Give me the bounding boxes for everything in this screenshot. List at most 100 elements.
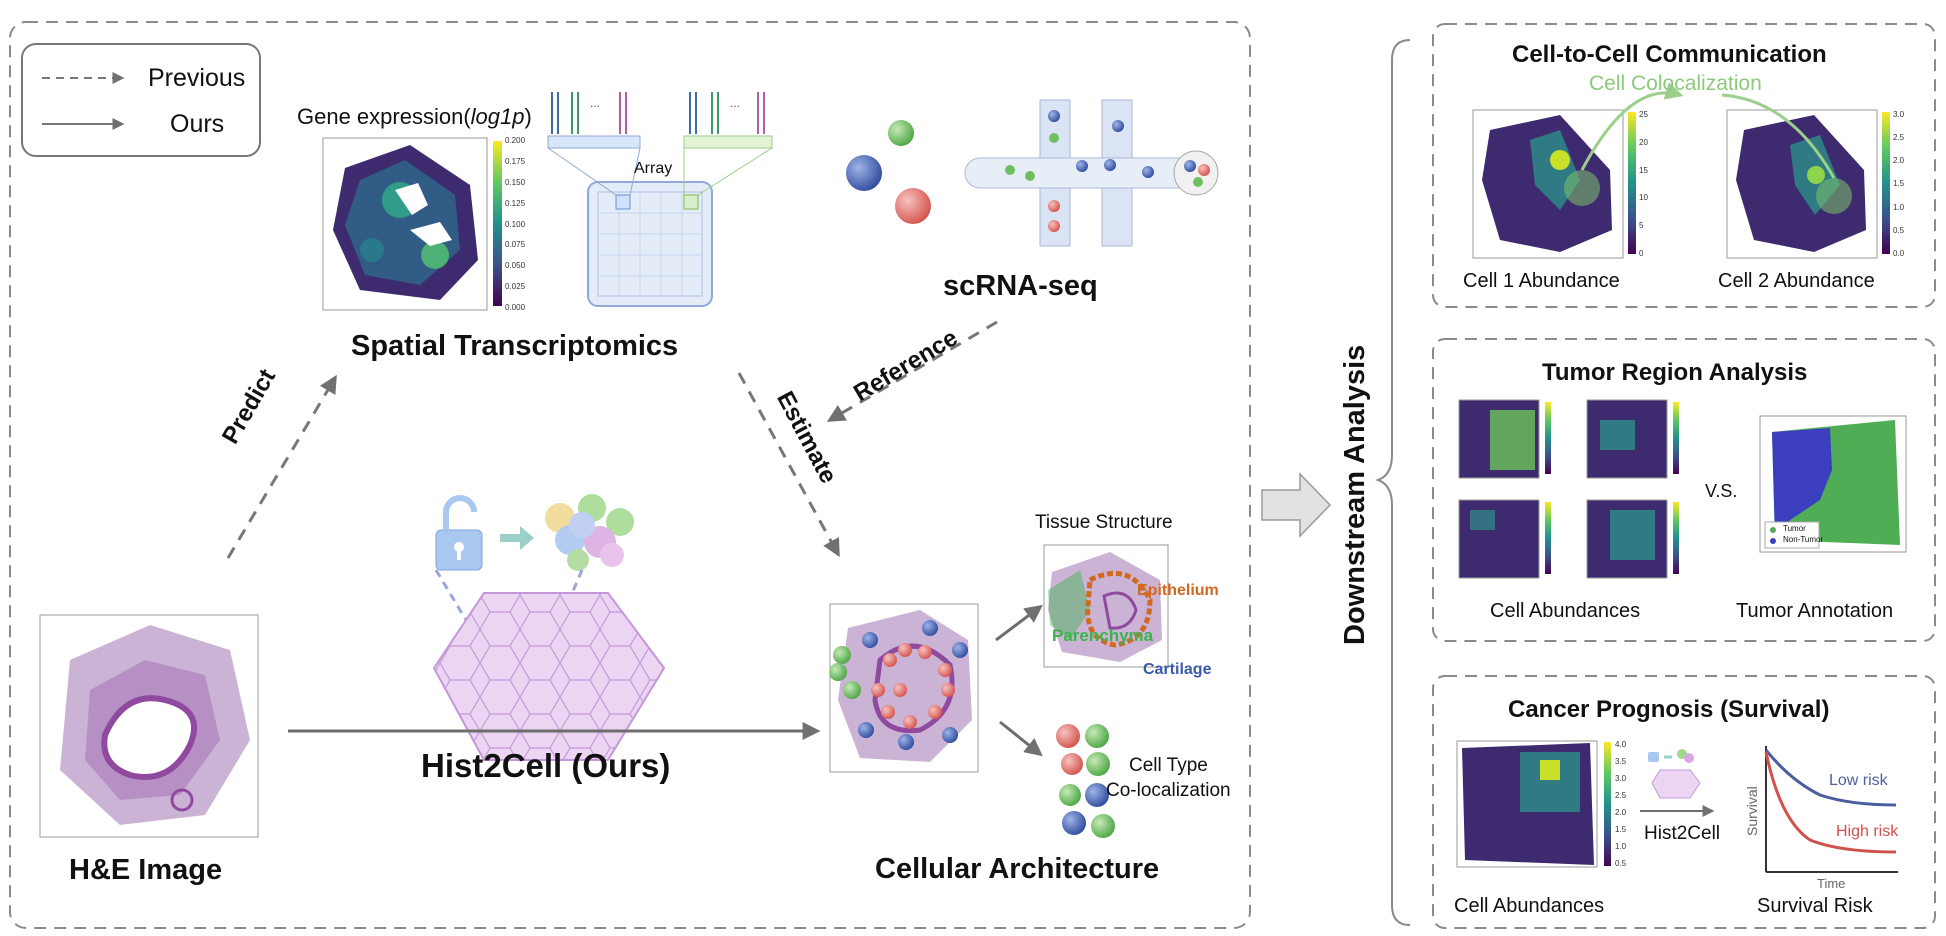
to-downstream-arrow xyxy=(1261,472,1332,538)
colorbar-tick: 0.150 xyxy=(505,177,526,187)
colorbar-tick: 3.0 xyxy=(1893,110,1905,119)
survival-risk-label: Survival Risk xyxy=(1757,895,1873,917)
legend-non-tumor-label: Non-Tumor xyxy=(1783,535,1824,544)
colorbar-tick: 0.0 xyxy=(1893,248,1905,258)
colorbar-tick: 1.5 xyxy=(1615,825,1627,834)
colorbar-tick: 2.0 xyxy=(1615,808,1627,817)
to-celltype-arrow xyxy=(999,720,1043,757)
coloc-arrow-right xyxy=(1721,93,1836,179)
vs-label: V.S. xyxy=(1705,481,1738,501)
hist2cell-small-label: Hist2Cell xyxy=(1644,823,1721,844)
hist2cell-title: Hist2Cell (Ours) xyxy=(421,747,671,784)
to-tissue-arrow xyxy=(995,604,1043,642)
time-axis-label: Time xyxy=(1817,876,1846,891)
prognosis-panel-frame xyxy=(1432,675,1936,929)
cell1-abundance-map xyxy=(1472,109,1636,259)
colorbar-tick: 0 xyxy=(1639,248,1644,258)
colorbar-tick: 0.175 xyxy=(505,156,526,166)
main-panel-frame xyxy=(9,21,1251,929)
colorbar-tick: 25 xyxy=(1639,110,1648,119)
colorbar-tick: 0.050 xyxy=(505,261,526,271)
downstream-analysis-title: Downstream Analysis xyxy=(1339,344,1371,645)
parenchyma-label: Parenchyma xyxy=(1052,626,1154,645)
colorbar-tick: 10 xyxy=(1639,193,1648,203)
colorbar-tick: 1.0 xyxy=(1893,202,1905,212)
scrna-cells xyxy=(846,120,931,224)
coloc-arrow-left xyxy=(1580,82,1684,171)
reference-arrow xyxy=(826,320,998,422)
epithelium-label: Epithelium xyxy=(1137,582,1219,599)
celltype-cells xyxy=(1056,724,1115,838)
colorbar-tick: 2.0 xyxy=(1893,156,1905,166)
legend-previous-label: Previous xyxy=(148,64,246,92)
estimate-arrow xyxy=(737,372,840,558)
transform-arrow-icon xyxy=(500,526,534,550)
gene-expression-label: Gene expression(log1p) xyxy=(297,104,532,129)
tissue-structure-image xyxy=(1043,544,1169,668)
prognosis-colorbar-ticks: 4.0 3.5 3.0 2.5 2.0 1.5 1.0 0.5 xyxy=(1615,740,1639,868)
downstream-brace xyxy=(1375,39,1411,926)
colorbar-tick: 3.5 xyxy=(1615,757,1627,766)
legend-tumor-label: Tumor xyxy=(1783,524,1806,533)
high-risk-label: High risk xyxy=(1836,823,1899,840)
ccc-title: Cell-to-Cell Communication xyxy=(1512,41,1827,68)
colocalization-label: Co-localization xyxy=(1106,780,1231,801)
cell1-colorbar-ticks: 25 20 15 10 5 0 xyxy=(1639,110,1663,258)
colorbar-tick: 0.075 xyxy=(505,240,526,250)
high-risk-curve xyxy=(1764,751,1897,854)
gene-colorbar-ticks: 0.200 0.175 0.150 0.125 0.100 0.075 0.05… xyxy=(505,136,545,312)
sequence-dots-1: ... xyxy=(590,96,601,110)
cell2-abundance-map xyxy=(1726,109,1890,259)
prognosis-abundance-map xyxy=(1456,740,1611,868)
sequence-dots-2: ... xyxy=(730,96,741,110)
ccc-panel-frame xyxy=(1432,23,1936,308)
colorbar-tick: 0.000 xyxy=(505,303,526,312)
tumor-region-title: Tumor Region Analysis xyxy=(1542,359,1808,386)
array-diagram xyxy=(547,92,773,307)
spatial-transcriptomics-title: Spatial Transcriptomics xyxy=(351,330,679,362)
scrna-seq-title: scRNA-seq xyxy=(943,270,1098,302)
he-image-title: H&E Image xyxy=(69,854,223,886)
mini-hist2cell-icon xyxy=(1648,749,1701,799)
tumor-panel-frame xyxy=(1432,338,1936,642)
low-risk-curve xyxy=(1764,749,1897,807)
cellular-architecture-title: Cellular Architecture xyxy=(875,853,1160,885)
cartilage-label: Cartilage xyxy=(1143,661,1212,678)
colorbar-tick: 0.025 xyxy=(505,282,526,292)
tissue-structure-label: Tissue Structure xyxy=(1035,512,1173,533)
prognosis-abundances-label: Cell Abundances xyxy=(1454,895,1605,917)
cell1-abundance-label: Cell 1 Abundance xyxy=(1463,270,1620,292)
prognosis-title: Cancer Prognosis (Survival) xyxy=(1508,696,1830,723)
legend-box xyxy=(21,43,261,157)
tumor-annotation-map xyxy=(1759,415,1907,553)
low-risk-label: Low risk xyxy=(1829,772,1888,789)
tumor-abundance-maps xyxy=(1458,399,1679,579)
cell-colocalization-label: Cell Colocalization xyxy=(1589,72,1762,95)
cell-type-label: Cell Type xyxy=(1129,755,1208,776)
colorbar-tick: 1.5 xyxy=(1893,179,1905,189)
colorbar-tick: 3.0 xyxy=(1615,774,1627,783)
cell-cluster-icon xyxy=(545,494,634,571)
colorbar-tick: 15 xyxy=(1639,165,1648,175)
microfluidic-chip xyxy=(964,99,1219,247)
colorbar-tick: 0.5 xyxy=(1893,225,1905,235)
colorbar-tick: 20 xyxy=(1639,137,1648,147)
colorbar-tick: 1.0 xyxy=(1615,842,1627,851)
colorbar-tick: 2.5 xyxy=(1893,133,1905,143)
colorbar-tick: 4.0 xyxy=(1615,740,1627,749)
unlock-icon xyxy=(435,495,483,571)
cell2-abundance-label: Cell 2 Abundance xyxy=(1718,270,1875,292)
colorbar-tick: 0.125 xyxy=(505,198,526,208)
spatial-heatmap xyxy=(322,137,502,311)
he-image xyxy=(39,614,259,838)
array-label: Array xyxy=(634,160,673,177)
colorbar-tick: 5 xyxy=(1639,221,1644,231)
colorbar-tick: 0.5 xyxy=(1615,859,1627,868)
predict-arrow xyxy=(226,374,337,559)
colorbar-tick: 2.5 xyxy=(1615,791,1627,800)
survival-plot xyxy=(1764,746,1898,873)
cell-abundances-label: Cell Abundances xyxy=(1490,600,1641,622)
colorbar-tick: 0.200 xyxy=(505,136,526,145)
cell2-colorbar-ticks: 3.0 2.5 2.0 1.5 1.0 0.5 0.0 xyxy=(1893,110,1917,258)
